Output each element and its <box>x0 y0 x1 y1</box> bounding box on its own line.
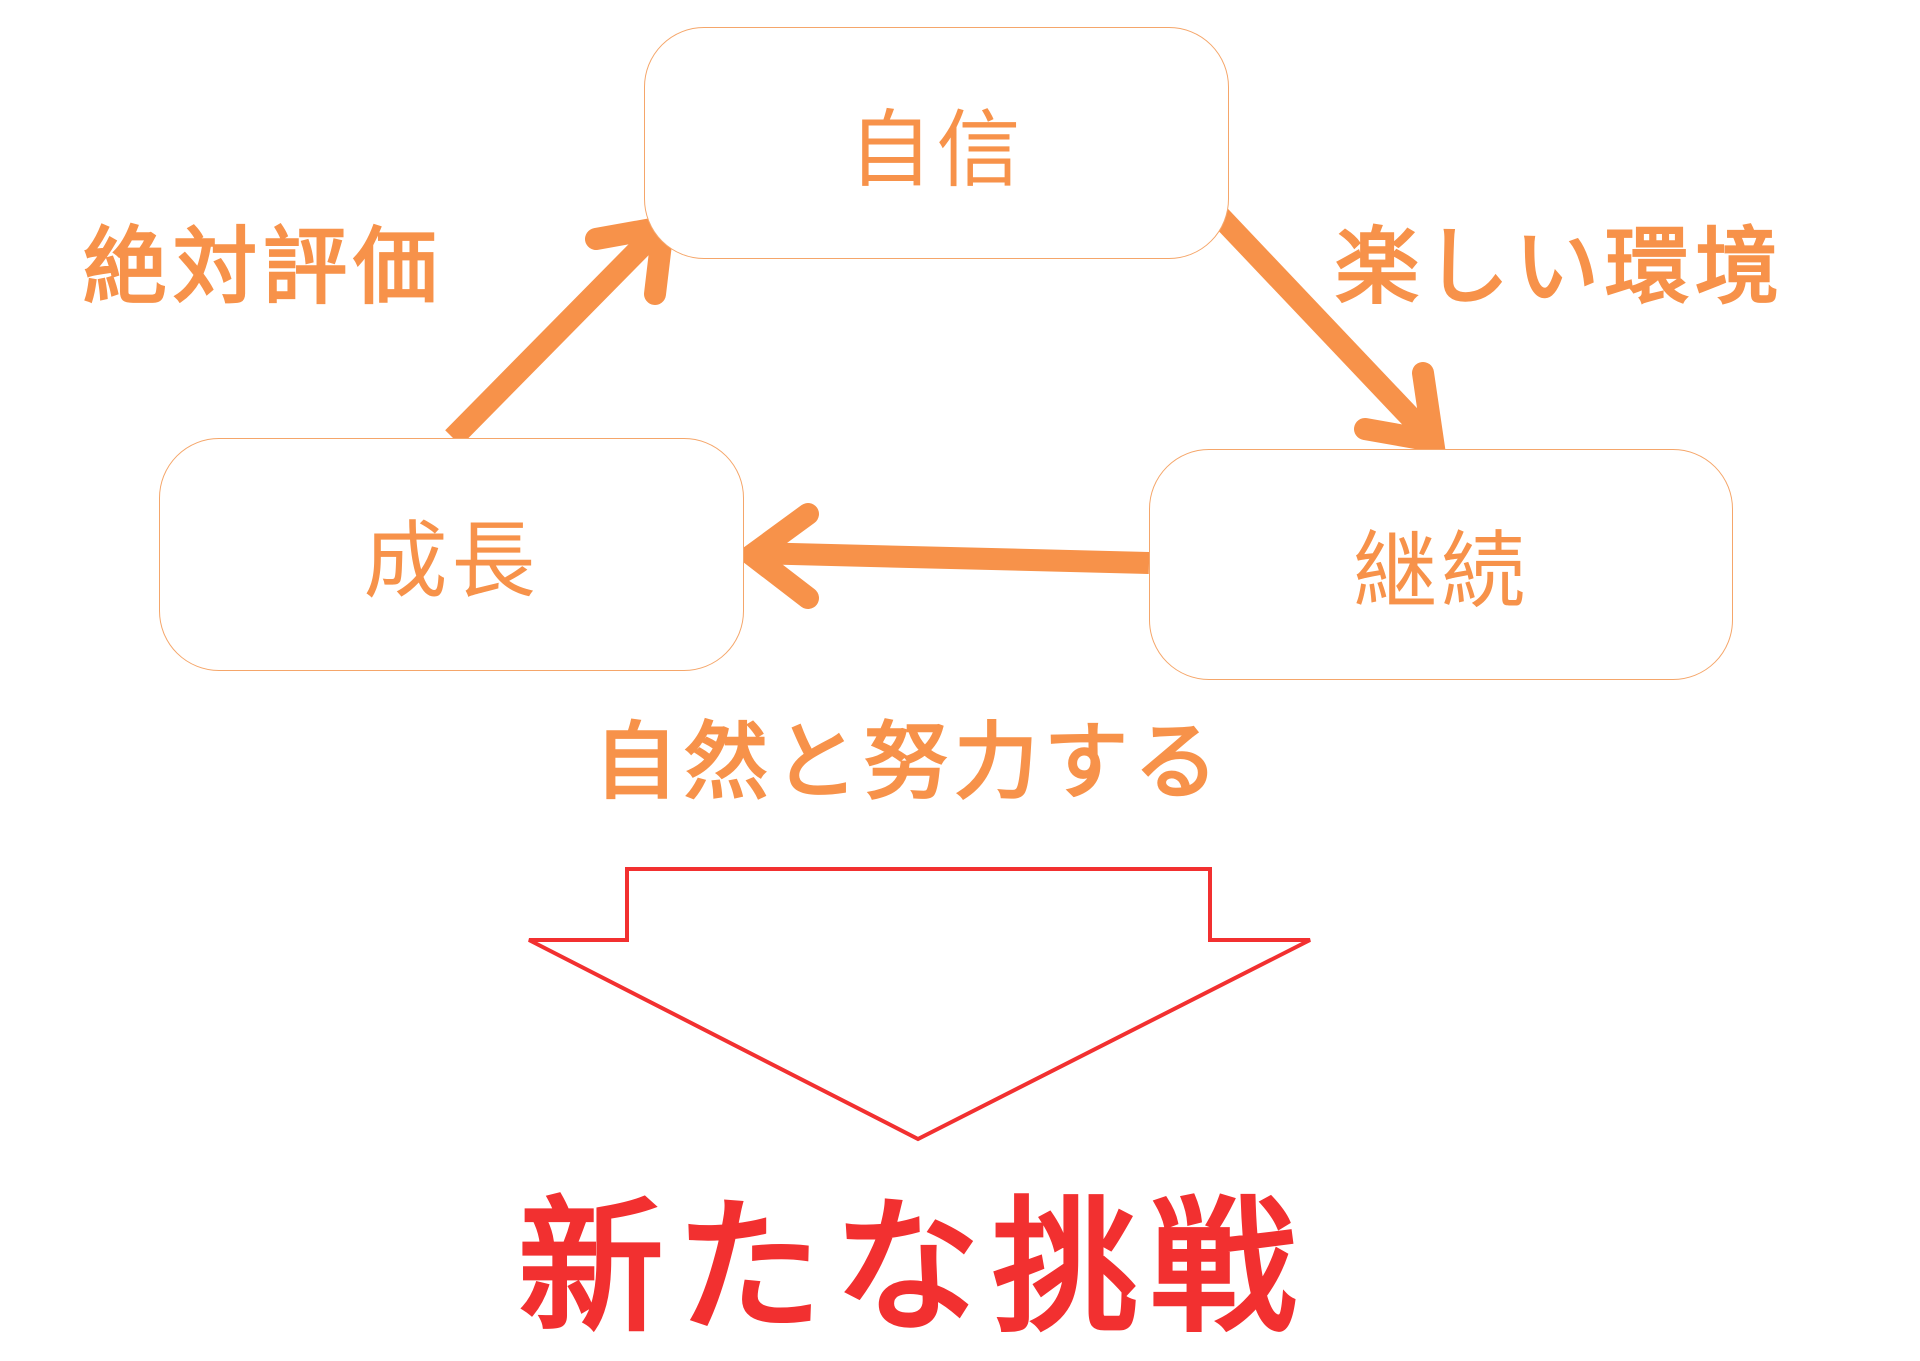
arrow-growth-to-confidence <box>445 213 676 446</box>
node-confidence-label: 自信 <box>848 100 1025 199</box>
node-confidence: 自信 <box>644 27 1229 259</box>
result-down-arrow <box>528 867 1311 1142</box>
node-growth: 成長 <box>159 438 744 671</box>
node-continuation-label: 継続 <box>1352 522 1529 620</box>
edge-label-fun-environment: 楽しい環境 <box>1335 218 1786 316</box>
arrow-confidence-to-continuation <box>1204 200 1447 455</box>
result-new-challenge: 新たな挑戦 <box>518 1183 1308 1353</box>
arrow-continuation-to-growth <box>733 503 1150 609</box>
node-growth-label: 成長 <box>363 512 540 610</box>
edge-label-natural-effort: 自然と努力する <box>594 713 1225 811</box>
node-continuation: 継続 <box>1149 449 1733 680</box>
edge-label-absolute-evaluation: 絶対評価 <box>83 218 444 316</box>
